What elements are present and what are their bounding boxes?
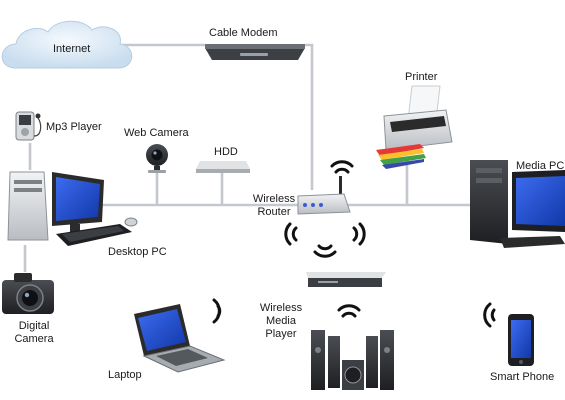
web-camera-label: Web Camera xyxy=(124,127,189,139)
digital-camera-icon xyxy=(2,273,54,314)
laptop-label: Laptop xyxy=(108,369,142,381)
cloud-icon xyxy=(1,20,133,69)
hdd-icon xyxy=(196,161,250,173)
printer-icon xyxy=(376,85,453,169)
smart-phone-label: Smart Phone xyxy=(490,371,555,383)
wireless-router-label: Wireless Router xyxy=(252,193,296,218)
wireless-media-player-label: Wireless Media Player xyxy=(259,302,303,340)
media-pc-label: Media PC xyxy=(516,160,565,172)
media-pc-icon xyxy=(470,160,565,248)
wifi-signal-icon xyxy=(212,160,496,328)
digital-camera-label: Digital Camera xyxy=(14,320,54,345)
desktop-pc-icon xyxy=(7,171,138,246)
mp3-player-icon xyxy=(15,111,42,141)
media-receiver-icon xyxy=(306,272,386,287)
desktop-pc-label: Desktop PC xyxy=(108,246,167,258)
cable-modem-icon xyxy=(205,44,305,60)
hdd-label: HDD xyxy=(214,146,238,158)
wireless-router-icon xyxy=(297,176,351,215)
mp3-player-label: Mp3 Player xyxy=(46,121,102,133)
web-camera-icon xyxy=(146,144,168,173)
laptop-icon xyxy=(134,304,226,373)
cable-modem-label: Cable Modem xyxy=(209,27,278,39)
smart-phone-icon xyxy=(508,314,534,366)
media-player-icon xyxy=(311,330,394,390)
internet-label: Internet xyxy=(53,43,91,55)
printer-label: Printer xyxy=(405,71,438,83)
